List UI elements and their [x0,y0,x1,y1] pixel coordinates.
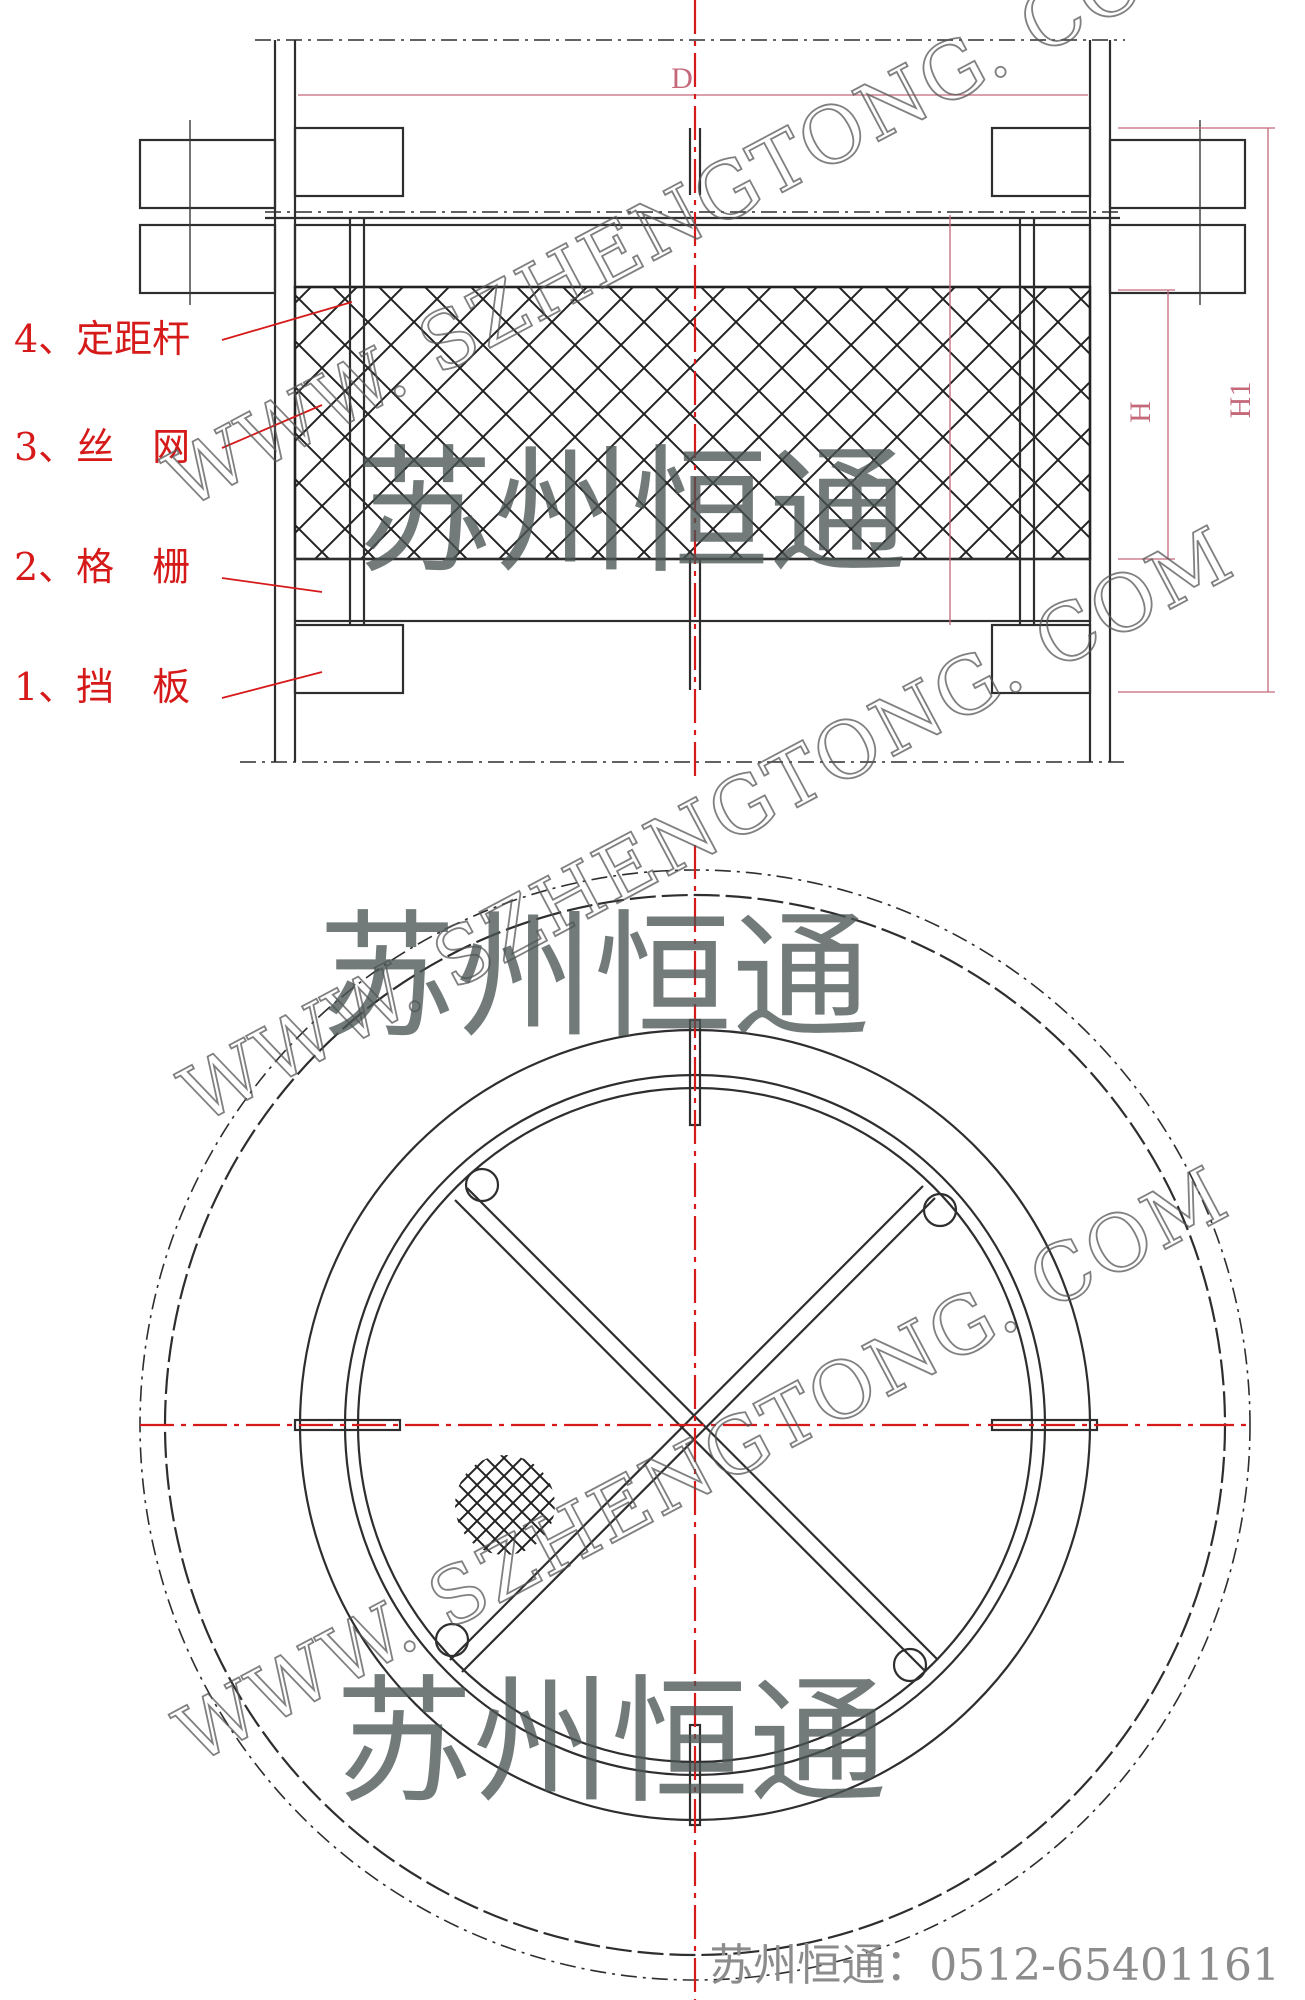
label-wire-mesh: 3、丝 网 [14,425,190,469]
support-ring-left-upper [138,138,277,210]
leader-spacer-rod [221,301,353,341]
leader-grid [221,577,323,593]
spacer-rod-hole-tr [922,1192,958,1228]
svg-text:H: H [1124,401,1157,423]
spacer-rod-hole-tl [464,1167,500,1203]
spacer-rod-right [1018,218,1036,625]
beam-diagonal-b2 [449,1185,924,1661]
baffle-bottom-right [990,623,1092,695]
spacer-rod-hole-br [892,1647,928,1683]
label-baffle: 1、挡 板 [14,665,190,709]
baffle-top-right [990,126,1092,198]
dimension-h1: H1 [1118,127,1275,693]
watermark-company-2: 苏州恒通 [318,897,870,1058]
wire-mesh-pad [293,285,1092,561]
spacer-rod-hole-bl [434,1622,470,1658]
watermarks: WWW. SZHENGTONG. COM 苏州恒通 WWW. SZHENGTON… [151,0,1249,1823]
mesh-sample-circle [455,1455,555,1555]
support-ring-left-lower [138,223,277,295]
beam-diagonal-b [461,1197,936,1673]
svg-text:H1: H1 [1224,382,1257,419]
label-spacer-rod: 4、定距杆 [14,317,190,361]
label-grid: 2、格 栅 [14,545,190,589]
dimension-h: H [949,215,1175,625]
baffle-top-left [293,126,405,198]
watermark-company-3: 苏州恒通 [335,1662,887,1823]
leader-wire-mesh [221,404,323,449]
lower-grid [293,557,1092,623]
beam-diagonal-a2 [454,1199,927,1673]
footer-contact: 苏州恒通：0512-65401161 [709,1940,1280,1991]
spacer-rod-left [348,218,366,625]
leader-baffle [221,671,323,699]
plate-left [293,1418,402,1432]
spacer-rod-center [688,128,702,690]
support-ring-right-upper [1108,138,1247,210]
side-view: D [14,39,1275,763]
support-ring-right-lower [1108,223,1247,295]
watermark-company-1: 苏州恒通 [355,432,907,593]
baffle-bottom-left [293,623,405,695]
dimension-d-label: D [671,62,693,95]
